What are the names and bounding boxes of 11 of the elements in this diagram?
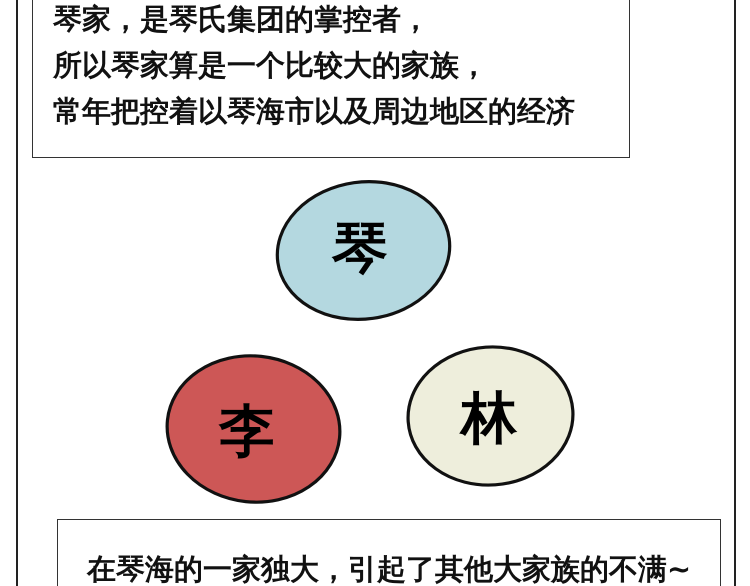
oval-shape (163, 352, 344, 506)
caption-box (32, 0, 630, 158)
oval-text: 林 (461, 391, 517, 447)
caption-text: 所以琴家算是一个比较大的家族， (53, 49, 488, 81)
caption-text: 常年把控着以琴海市以及周边地区的经济 (53, 95, 575, 127)
caption-text: 在琴海的一家独大，引起了其他大家族的不满~ (86, 553, 692, 585)
oval-shape (404, 343, 577, 489)
oval-text: 琴 (332, 222, 388, 278)
oval-text: 李 (219, 404, 275, 460)
oval-shape (273, 178, 454, 323)
caption-text: 琴家，是琴氏集团的掌控者， (53, 3, 430, 35)
